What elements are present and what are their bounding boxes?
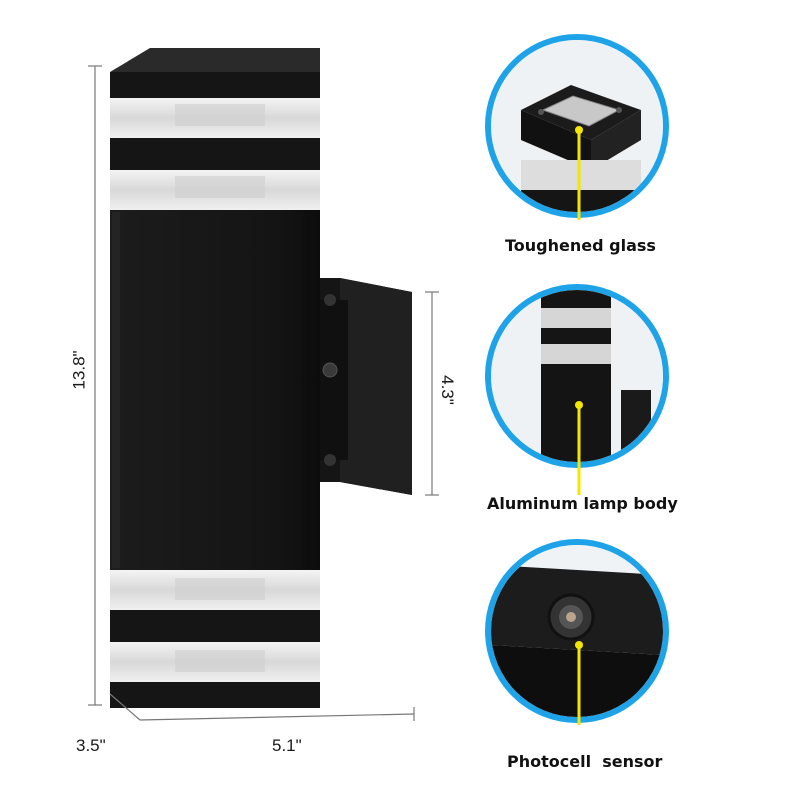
depth-dimension-label: 3.5" (76, 736, 106, 755)
photocell-detail-image (491, 545, 663, 717)
bottom-cap (110, 682, 320, 708)
detail-circle-body (485, 284, 669, 468)
pointer-body (575, 401, 583, 495)
lamp-body (110, 210, 320, 570)
top-cap (110, 48, 320, 98)
height-dimension-label: 13.8" (69, 350, 89, 390)
pointer-photocell (575, 641, 583, 725)
wall-bracket (320, 278, 412, 495)
detail-circle-photocell (485, 539, 669, 723)
glass-detail-image (491, 40, 663, 212)
callout-label-photocell: Photocell sensor (507, 752, 663, 771)
width-dimension-label: 5.1" (272, 736, 302, 755)
photocell-small (322, 362, 338, 378)
callout-label-body: Aluminum lamp body (487, 494, 678, 513)
detail-circle-glass (485, 34, 669, 218)
body-detail-image (491, 290, 663, 462)
separator-band-top (110, 138, 320, 170)
callout-label-glass: Toughened glass (505, 236, 656, 255)
bracket-height-dimension-label: 4.3" (437, 375, 457, 405)
pointer-glass (575, 126, 583, 220)
separator-band-bottom (110, 610, 320, 642)
dimension-lines (88, 65, 439, 721)
